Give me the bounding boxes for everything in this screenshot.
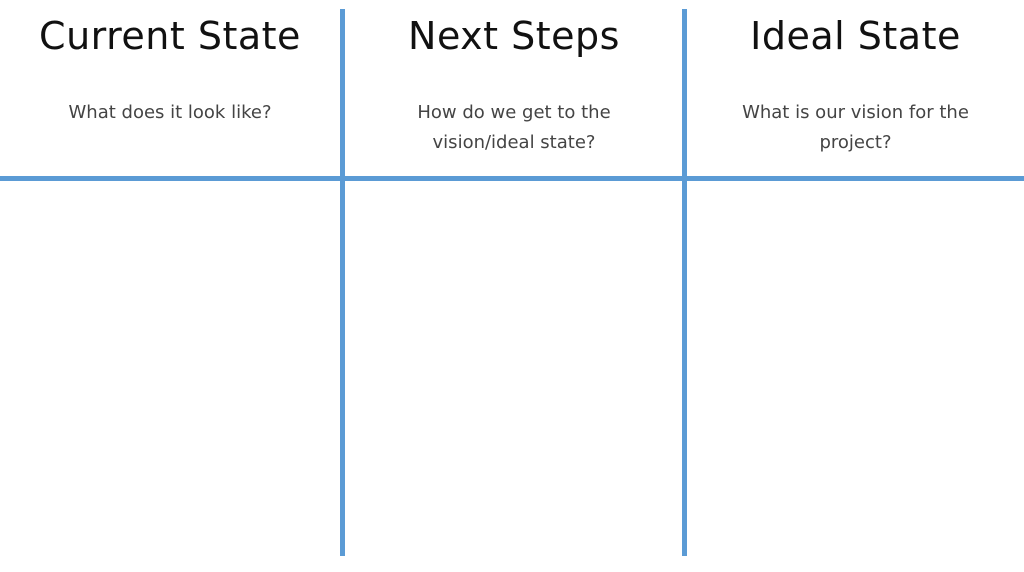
subtitle-line: What does it look like? [68, 102, 272, 123]
header-divider [0, 176, 1024, 181]
column-divider-1 [340, 9, 345, 556]
column-divider-2 [682, 9, 687, 556]
column-title: Current State [39, 14, 301, 58]
subtitle-line: How do we get to the [417, 102, 611, 123]
subtitle-line: vision/ideal state? [432, 132, 596, 153]
column-ideal-state: Ideal State What is our vision for the p… [687, 0, 1024, 176]
column-subtitle: How do we get to the vision/ideal state? [345, 98, 683, 158]
column-title: Next Steps [408, 14, 620, 58]
column-subtitle: What is our vision for the project? [687, 98, 1024, 158]
column-current-state: Current State What does it look like? [0, 0, 340, 176]
column-next-steps: Next Steps How do we get to the vision/i… [345, 0, 683, 176]
column-title: Ideal State [750, 14, 961, 58]
subtitle-line: What is our vision for the [742, 102, 969, 123]
column-subtitle: What does it look like? [0, 98, 340, 128]
subtitle-line: project? [819, 132, 892, 153]
